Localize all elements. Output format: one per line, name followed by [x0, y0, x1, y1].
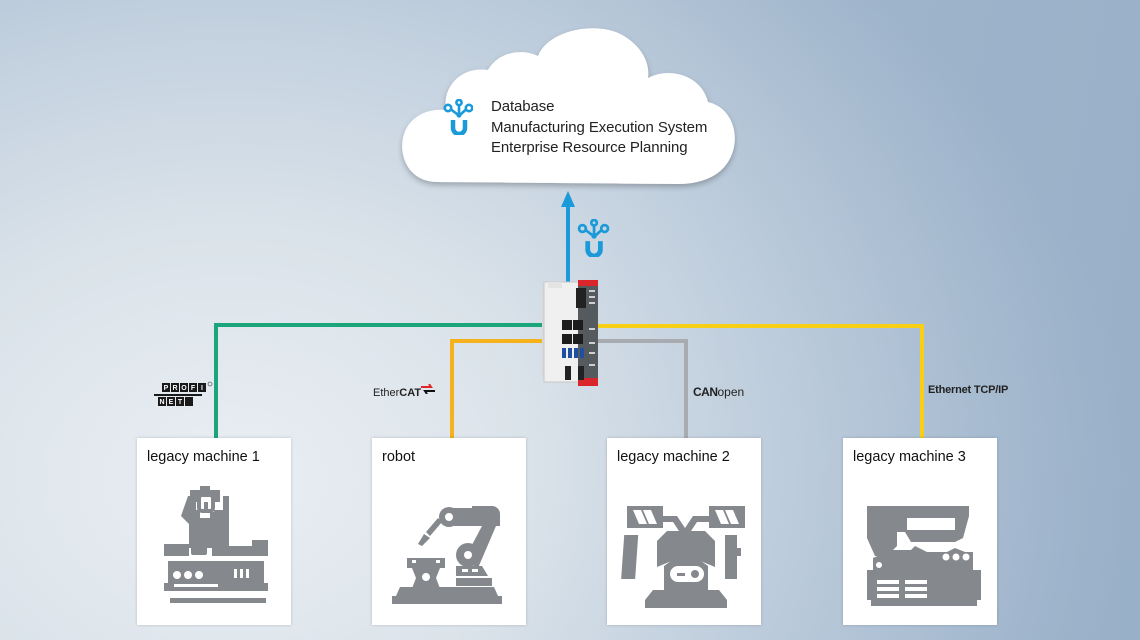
svg-text:T: T [178, 399, 183, 406]
ethercat-logo-ether: Ether [373, 387, 400, 399]
uplink-arrowhead [561, 191, 575, 207]
machine-card-robot[interactable]: robot [372, 438, 526, 625]
cnc-machine-icon [164, 486, 268, 603]
robot-arm-icon [392, 506, 502, 604]
machine-card-legacy-2[interactable]: legacy machine 2 [607, 438, 761, 625]
canopen-line [578, 339, 688, 440]
ethercat-logo-cat: CAT [399, 387, 422, 399]
profinet-line [214, 323, 572, 440]
machine-card-legacy-3[interactable]: legacy machine 3 [843, 438, 997, 625]
cloud-shape [402, 28, 735, 185]
svg-text:O: O [181, 385, 187, 392]
svg-text:I: I [201, 385, 203, 392]
svg-text:R: R [172, 385, 177, 392]
svg-text:F: F [191, 385, 196, 392]
machine-label: legacy machine 2 [617, 449, 730, 465]
svg-text:E: E [169, 399, 174, 406]
machine-label: robot [382, 449, 416, 465]
machine-label: legacy machine 3 [853, 449, 966, 465]
press-machine-icon [621, 506, 745, 608]
cloud-line-database: Database [491, 98, 555, 115]
svg-text:P: P [164, 385, 169, 392]
machine-card-legacy-1[interactable]: legacy machine 1 [137, 438, 291, 625]
machine-label: legacy machine 1 [147, 449, 260, 465]
cloud-line-erp: Enterprise Resource Planning [491, 139, 688, 156]
ethercat-logo: EtherCAT [373, 383, 436, 399]
iot-connector-icon [577, 219, 610, 257]
canopen-logo-can: CAN [693, 385, 718, 399]
canopen-logo: CANopen [693, 385, 744, 399]
lathe-machine-icon [867, 506, 981, 606]
ethercat-arrows-icon [421, 383, 436, 395]
cloud-line-mes: Manufacturing Execution System [491, 118, 708, 136]
iot-connector-icon [443, 99, 473, 135]
ethernet-line [580, 324, 924, 440]
ethernet-tcpip-label: Ethernet TCP/IP [928, 384, 1009, 396]
cloud-systems-list: Database Manufacturing Execution System … [491, 97, 707, 159]
canopen-logo-open: open [717, 385, 745, 399]
svg-text:N: N [159, 399, 164, 406]
edge-controller-device[interactable] [540, 280, 600, 386]
ethercat-line [450, 339, 568, 440]
